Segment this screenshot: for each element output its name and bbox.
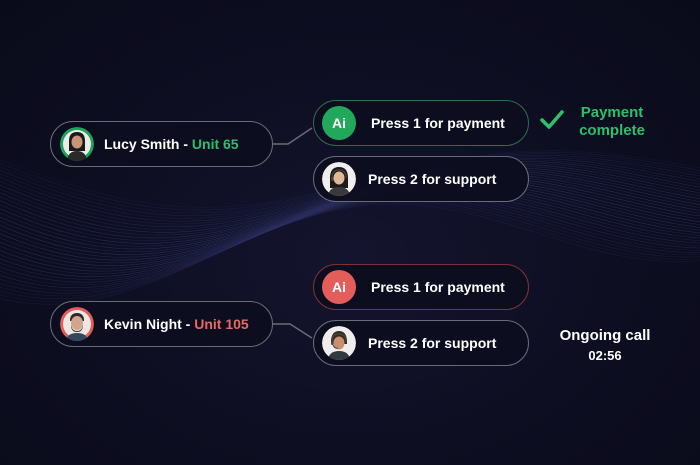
wave-line bbox=[0, 197, 700, 294]
ai-badge-icon: Ai bbox=[322, 270, 356, 304]
option-press-1-payment[interactable]: Ai Press 1 for payment bbox=[313, 264, 529, 310]
caller-card-lucy: Lucy Smith - Unit 65 bbox=[50, 121, 273, 167]
wave-line bbox=[0, 199, 700, 297]
wave-line bbox=[0, 203, 700, 305]
option-press-2-support[interactable]: Press 2 for support bbox=[313, 156, 529, 202]
wave-line bbox=[0, 193, 700, 286]
option-press-2-support[interactable]: Press 2 for support bbox=[313, 320, 529, 366]
payment-status: Payment complete bbox=[566, 104, 658, 140]
checkmark-icon bbox=[540, 110, 564, 129]
caller-separator: - bbox=[181, 316, 195, 332]
caller-unit: Unit 65 bbox=[191, 136, 239, 152]
caller-card-kevin: Kevin Night - Unit 105 bbox=[50, 301, 273, 347]
support-agent-avatar bbox=[322, 162, 356, 196]
ai-badge-icon: Ai bbox=[322, 106, 356, 140]
ongoing-call-label: Ongoing call bbox=[559, 327, 651, 344]
caller-avatar bbox=[60, 127, 94, 161]
wave-line bbox=[0, 200, 700, 300]
wave-line bbox=[0, 191, 700, 283]
ongoing-call-status: Ongoing call 02:56 bbox=[546, 326, 664, 366]
caller-separator: - bbox=[179, 136, 192, 152]
wave-line bbox=[0, 194, 700, 288]
option-press-1-payment[interactable]: Ai Press 1 for payment bbox=[313, 100, 529, 146]
caller-name: Kevin Night bbox=[104, 316, 182, 332]
option-label: Press 2 for support bbox=[368, 171, 497, 187]
wave-line bbox=[0, 195, 700, 291]
call-timer: 02:56 bbox=[588, 348, 622, 363]
option-label: Press 2 for support bbox=[368, 335, 497, 351]
caller-avatar bbox=[60, 307, 94, 341]
support-agent-avatar bbox=[322, 326, 356, 360]
option-label: Press 1 for payment bbox=[371, 115, 505, 131]
option-label: Press 1 for payment bbox=[371, 279, 505, 295]
caller-unit: Unit 105 bbox=[194, 316, 249, 332]
payment-status-line2: complete bbox=[579, 122, 645, 139]
wave-line bbox=[0, 202, 700, 302]
caller-name: Lucy Smith bbox=[104, 136, 180, 152]
payment-status-line1: Payment bbox=[580, 104, 644, 121]
